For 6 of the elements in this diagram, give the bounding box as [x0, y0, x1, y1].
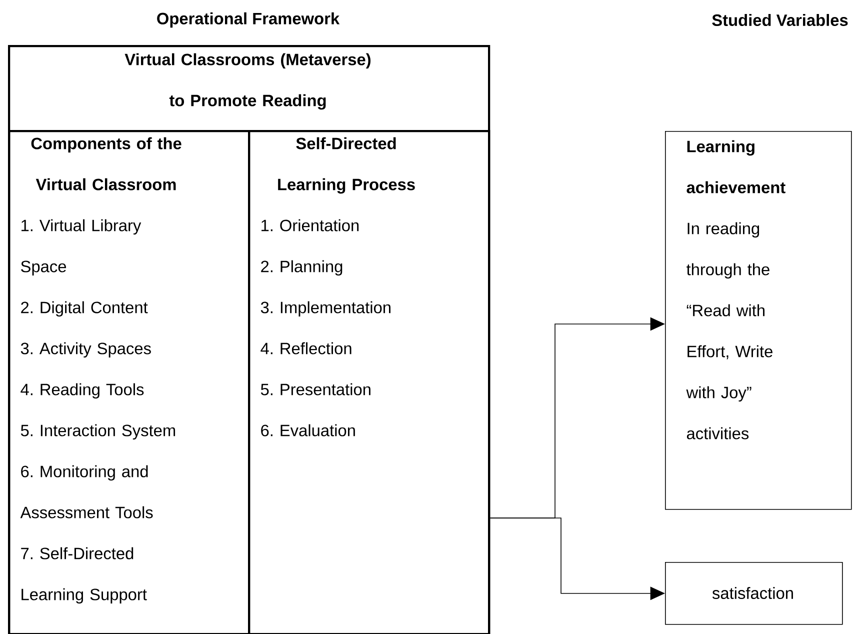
column-heading: Operational Framework	[157, 12, 340, 28]
variable-box: Learning achievement In reading through the “Read with Effort, Write with Joy” activities	[665, 131, 852, 510]
column-heading: Studied Variables	[712, 14, 848, 26]
variable-box: satisfaction	[665, 562, 843, 625]
table-column: Components of the Virtual Classroom 1. Virtual Library Space 2. Digital Content 3. Activity Spaces 4. Reading Tools 5. Interaction System 6. Monitoring and Assessment Tools 7. Self-Directed Learning Support	[8, 130, 250, 634]
table-column: Self-Directed Learning Process 1. Orientation 2. Planning 3. Implementation 4. Reflection 5. Presentation 6. Evaluation	[248, 130, 490, 634]
